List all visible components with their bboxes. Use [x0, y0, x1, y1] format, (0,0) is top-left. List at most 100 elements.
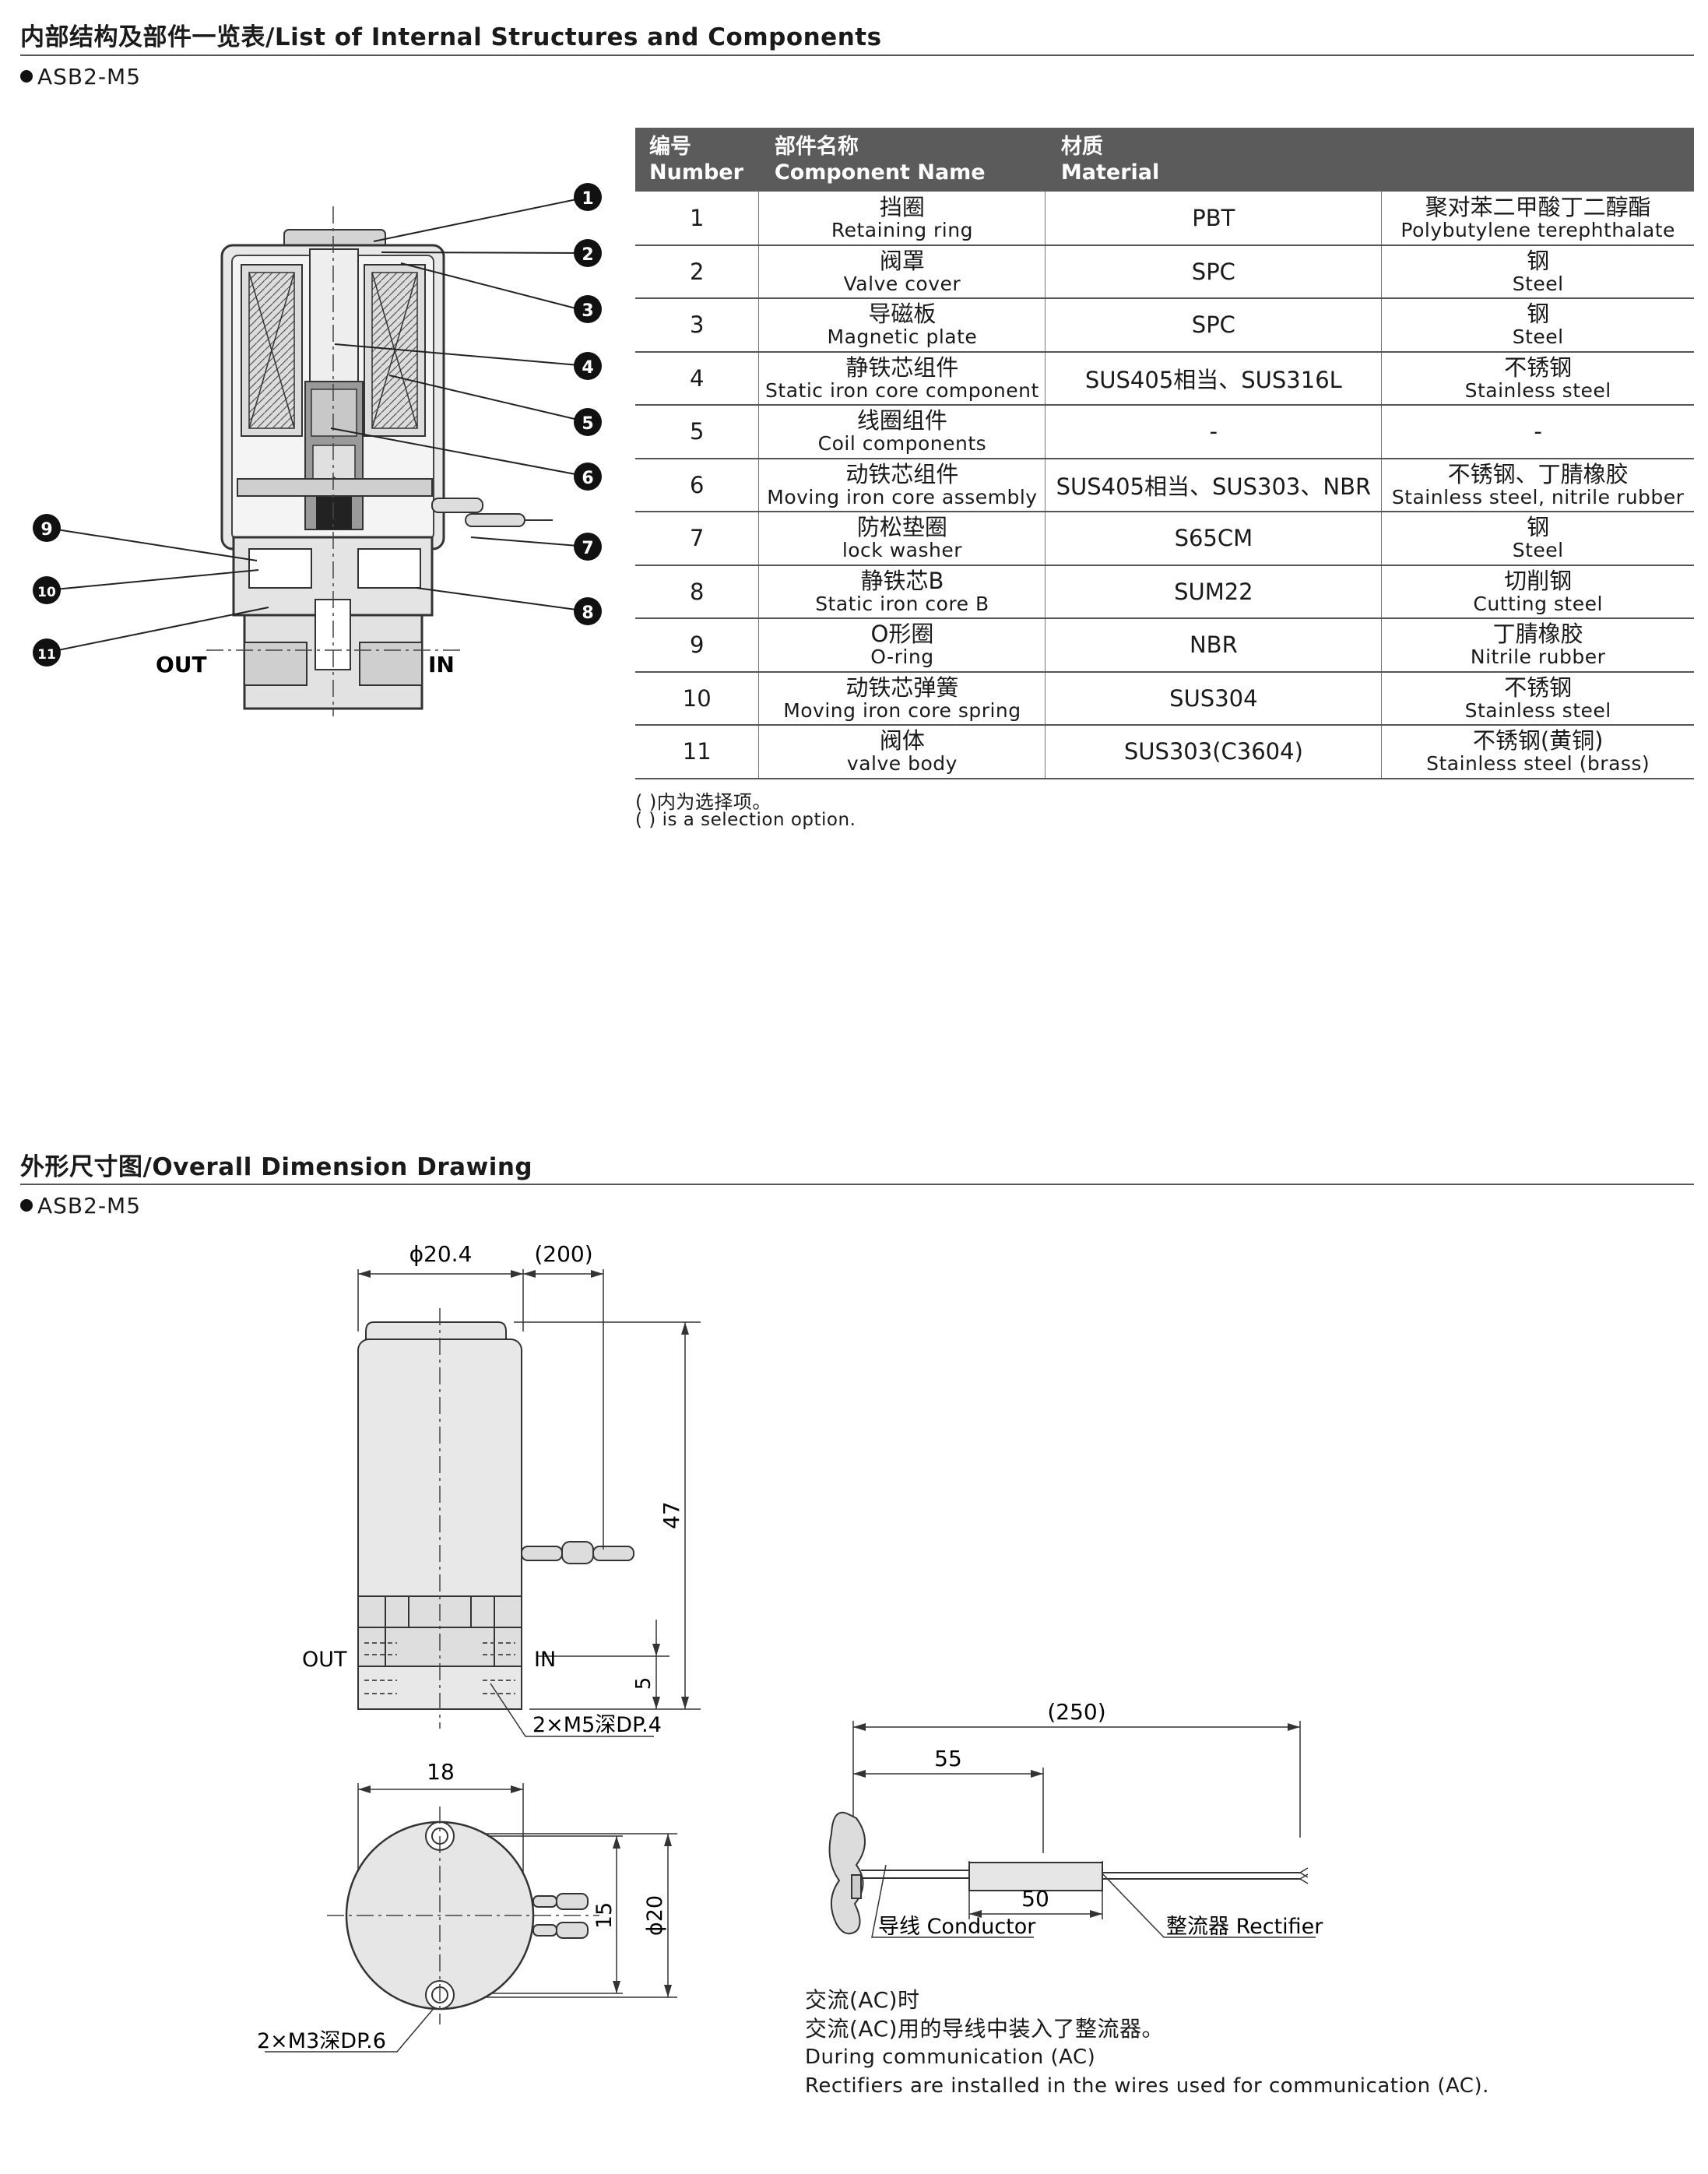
bullet-icon [20, 1199, 33, 1212]
svg-text:5: 5 [582, 414, 593, 434]
svg-text:1: 1 [582, 189, 593, 209]
cell-number: 6 [635, 458, 759, 512]
section-title-dimension: 外形尺寸图/Overall Dimension Drawing [20, 1153, 533, 1181]
cell-material-code: SUS405相当、SUS303、NBR [1045, 458, 1382, 512]
cross-section-drawing: 1 2 3 4 5 6 7 8 9 10 11 OUT IN [33, 183, 602, 716]
cell-number: 11 [635, 725, 759, 779]
callout-8: 8 [574, 597, 602, 625]
dim-port-height: 5 [632, 1677, 655, 1690]
cell-material-code: S65CM [1045, 512, 1382, 566]
callout-6: 6 [574, 463, 602, 491]
cell-number: 2 [635, 244, 759, 299]
model-label: ASB2-M5 [20, 64, 141, 90]
callout-7: 7 [574, 533, 602, 561]
ac-caption-line3: During communication (AC) [805, 2046, 1096, 2069]
dim-lead-length: (200) [534, 1241, 592, 1267]
dim-port-thread: 2×M5深DP.4 [532, 1713, 662, 1737]
port-in-label: IN [428, 652, 455, 677]
dim-wire-50: 50 [1021, 1886, 1049, 1912]
svg-text:4: 4 [582, 358, 593, 378]
cell-number: 9 [635, 618, 759, 673]
svg-text:2: 2 [582, 245, 593, 265]
dim-height: 47 [659, 1501, 684, 1529]
conductor-label: 导线 Conductor [878, 1915, 1036, 1939]
note-zh: ( )内为选择项。 [635, 791, 771, 813]
dim-port-in: IN [534, 1648, 556, 1672]
cell-material-code: NBR [1045, 618, 1382, 673]
callout-10: 10 [33, 576, 61, 604]
dim-wire-total: (250) [1047, 1699, 1105, 1725]
dim-diameter-bottom: ϕ20 [643, 1895, 667, 1936]
cell-material-code: SUM22 [1045, 565, 1382, 619]
bullet-icon [20, 70, 33, 83]
svg-text:3: 3 [582, 301, 593, 321]
model-label: ASB2-M5 [20, 1193, 141, 1219]
ac-caption-line2: 交流(AC)用的导线中装入了整流器。 [805, 2016, 1165, 2042]
dimension-drawing: ϕ20.4 (200) 47 5 OUT IN 2×M5深DP.4 18 15 … [257, 1241, 701, 2053]
cell-number: 4 [635, 351, 759, 406]
cell-material-name: 不锈钢(黄铜)Stainless steel (brass) [1381, 725, 1694, 779]
cell-number: 8 [635, 565, 759, 619]
callout-11: 11 [33, 638, 61, 667]
svg-text:8: 8 [582, 603, 593, 623]
dim-pitch: 15 [592, 1902, 617, 1929]
callout-3: 3 [574, 295, 602, 323]
svg-text:6: 6 [582, 469, 593, 488]
cell-material-code: SPC [1045, 298, 1382, 353]
cell-material-code: SUS304 [1045, 671, 1382, 726]
cell-number: 5 [635, 405, 759, 459]
cell-material-code: SUS405相当、SUS316L [1045, 351, 1382, 406]
callout-2: 2 [574, 239, 602, 267]
cell-material-code: PBT [1045, 192, 1382, 246]
note-en: ( ) is a selection option. [635, 810, 856, 830]
cell-number: 7 [635, 512, 759, 566]
callout-9: 9 [33, 514, 61, 542]
svg-text:10: 10 [37, 585, 56, 600]
model-name: ASB2-M5 [37, 64, 142, 90]
port-out-label: OUT [156, 652, 207, 677]
section-title-internal: 内部结构及部件一览表/List of Internal Structures a… [20, 23, 882, 51]
model-name: ASB2-M5 [37, 1193, 142, 1219]
dim-width: 18 [427, 1759, 455, 1785]
rectifier-drawing: (250) 55 50 导线 Conductor 整流器 Rectifier [828, 1699, 1323, 1939]
svg-text:9: 9 [40, 520, 52, 540]
callout-4: 4 [574, 352, 602, 380]
ac-caption-line4: Rectifiers are installed in the wires us… [805, 2074, 1489, 2098]
cell-material-code: SPC [1045, 244, 1382, 299]
section-divider [20, 1184, 1694, 1185]
cell-number: 1 [635, 192, 759, 246]
ac-caption: 交流(AC)时 交流(AC)用的导线中装入了整流器。 During commun… [805, 1986, 1489, 2101]
dim-mount-thread: 2×M3深DP.6 [257, 2029, 386, 2053]
